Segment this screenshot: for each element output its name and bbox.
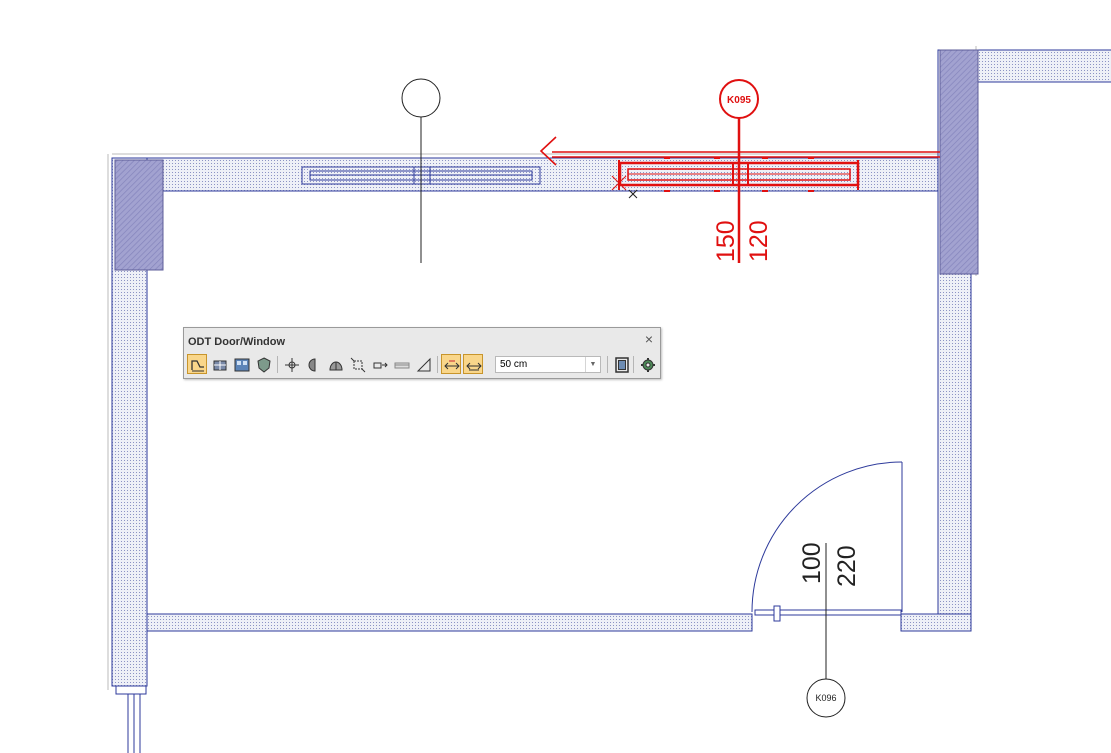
column-right[interactable] — [939, 49, 979, 275]
shield-icon — [257, 357, 271, 373]
chevron-down-icon[interactable]: ▼ — [585, 357, 600, 372]
settings-button[interactable] — [637, 354, 657, 374]
window-selected[interactable] — [539, 136, 940, 199]
sill-icon — [394, 362, 410, 369]
wall-top-right[interactable] — [970, 49, 1111, 83]
dimension-left-icon — [444, 360, 460, 370]
measure-from-left-button[interactable] — [441, 354, 461, 374]
toolbar-buttons: 50 cm ▼ — [187, 354, 657, 376]
gear-icon — [641, 358, 655, 372]
angle-button[interactable] — [413, 354, 433, 374]
snap-cursor-icon — [611, 175, 627, 191]
resize-icon — [350, 357, 366, 373]
measure-from-right-button[interactable] — [463, 354, 483, 374]
window-grid-icon — [213, 360, 227, 371]
door-height-label: 220 — [833, 545, 861, 587]
place-by-click-button[interactable] — [187, 354, 207, 374]
door-tag: K096 100 220 — [798, 542, 861, 718]
distance-select-value: 50 cm — [500, 359, 528, 370]
library-button[interactable] — [253, 354, 273, 374]
door-insert-icon — [191, 360, 204, 372]
resize-button[interactable] — [347, 354, 367, 374]
door-swing-arc — [751, 461, 903, 613]
close-icon[interactable]: × — [644, 331, 654, 347]
flip-horizontal-button[interactable] — [303, 354, 323, 374]
window-sill-height-label: 150 — [712, 220, 740, 262]
dimension-right-icon — [466, 362, 482, 371]
direction-arrow-icon — [539, 136, 557, 166]
move-button[interactable] — [281, 354, 301, 374]
wall-bottom-right[interactable] — [900, 613, 972, 632]
window-height-label: 120 — [745, 220, 773, 262]
window-panel-icon — [234, 358, 250, 372]
triangle-icon — [416, 357, 431, 372]
half-circle-icon — [329, 361, 343, 371]
sill-button[interactable] — [391, 354, 411, 374]
offset-arrow-icon — [373, 362, 388, 369]
toolbar-title[interactable]: ODT Door/Window — [188, 336, 286, 348]
pointer-cursor-icon — [628, 189, 638, 199]
offset-button[interactable] — [369, 354, 389, 374]
wall-bottom-left[interactable] — [146, 613, 753, 632]
window-panel-button[interactable] — [231, 354, 251, 374]
column-left[interactable] — [114, 159, 164, 271]
window-left-tag — [401, 78, 441, 263]
door-width-label: 100 — [798, 542, 826, 584]
distance-select[interactable]: 50 cm ▼ — [495, 356, 601, 373]
door-window-toolbar[interactable]: ODT Door/Window × — [183, 327, 661, 379]
tag-k096: K096 — [815, 693, 836, 703]
window-type-button[interactable] — [209, 354, 229, 374]
flip-vertical-button[interactable] — [325, 354, 345, 374]
window-selected-tag: K095 150 120 — [712, 79, 773, 263]
frame-icon — [615, 357, 629, 373]
properties-button[interactable] — [611, 354, 631, 374]
tag-k095: K095 — [727, 95, 751, 106]
half-circle-left-icon — [308, 358, 316, 372]
door[interactable] — [751, 461, 903, 631]
move-arrows-icon — [285, 358, 299, 372]
